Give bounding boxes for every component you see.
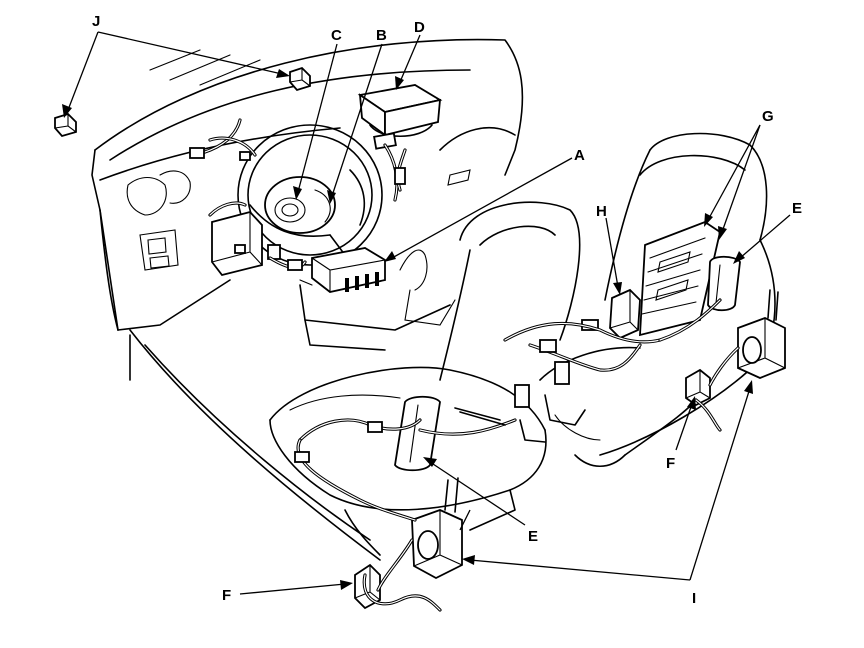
dash-connector-left <box>54 112 77 138</box>
label-f-passenger: F <box>666 455 675 472</box>
label-e-driver: E <box>528 528 538 545</box>
label-c: C <box>331 27 342 44</box>
seat-harness <box>294 298 740 612</box>
buckle-switch-driver <box>354 563 381 610</box>
passenger-seat <box>539 132 776 468</box>
label-f-driver: F <box>222 587 231 604</box>
srs-unit <box>287 247 386 293</box>
passenger-airbag <box>357 84 443 202</box>
dash-harness <box>189 118 407 217</box>
weight-sensor-plate <box>639 220 722 337</box>
label-e-passenger: E <box>792 200 802 217</box>
label-d: D <box>414 19 425 36</box>
driver-seat <box>269 201 581 556</box>
label-b: B <box>376 27 387 44</box>
dash-connector-right <box>289 66 311 92</box>
label-a: A <box>574 147 585 164</box>
label-i: I <box>692 590 696 607</box>
dashboard-outline <box>91 38 524 561</box>
center-console <box>299 249 456 351</box>
side-airbag-driver <box>394 395 441 472</box>
driver-airbag <box>264 176 336 234</box>
label-h: H <box>596 203 607 220</box>
label-g: G <box>762 108 774 125</box>
tensioner-driver <box>411 477 463 580</box>
leader-lines <box>62 31 791 595</box>
label-j: J <box>92 13 100 30</box>
odu-unit <box>581 288 641 340</box>
side-airbag-passenger <box>707 255 741 312</box>
buckle-switch-passenger <box>685 368 711 407</box>
tensioner-passenger <box>737 289 786 379</box>
callout-labels: J C B D A G H E E F F I <box>92 13 802 607</box>
